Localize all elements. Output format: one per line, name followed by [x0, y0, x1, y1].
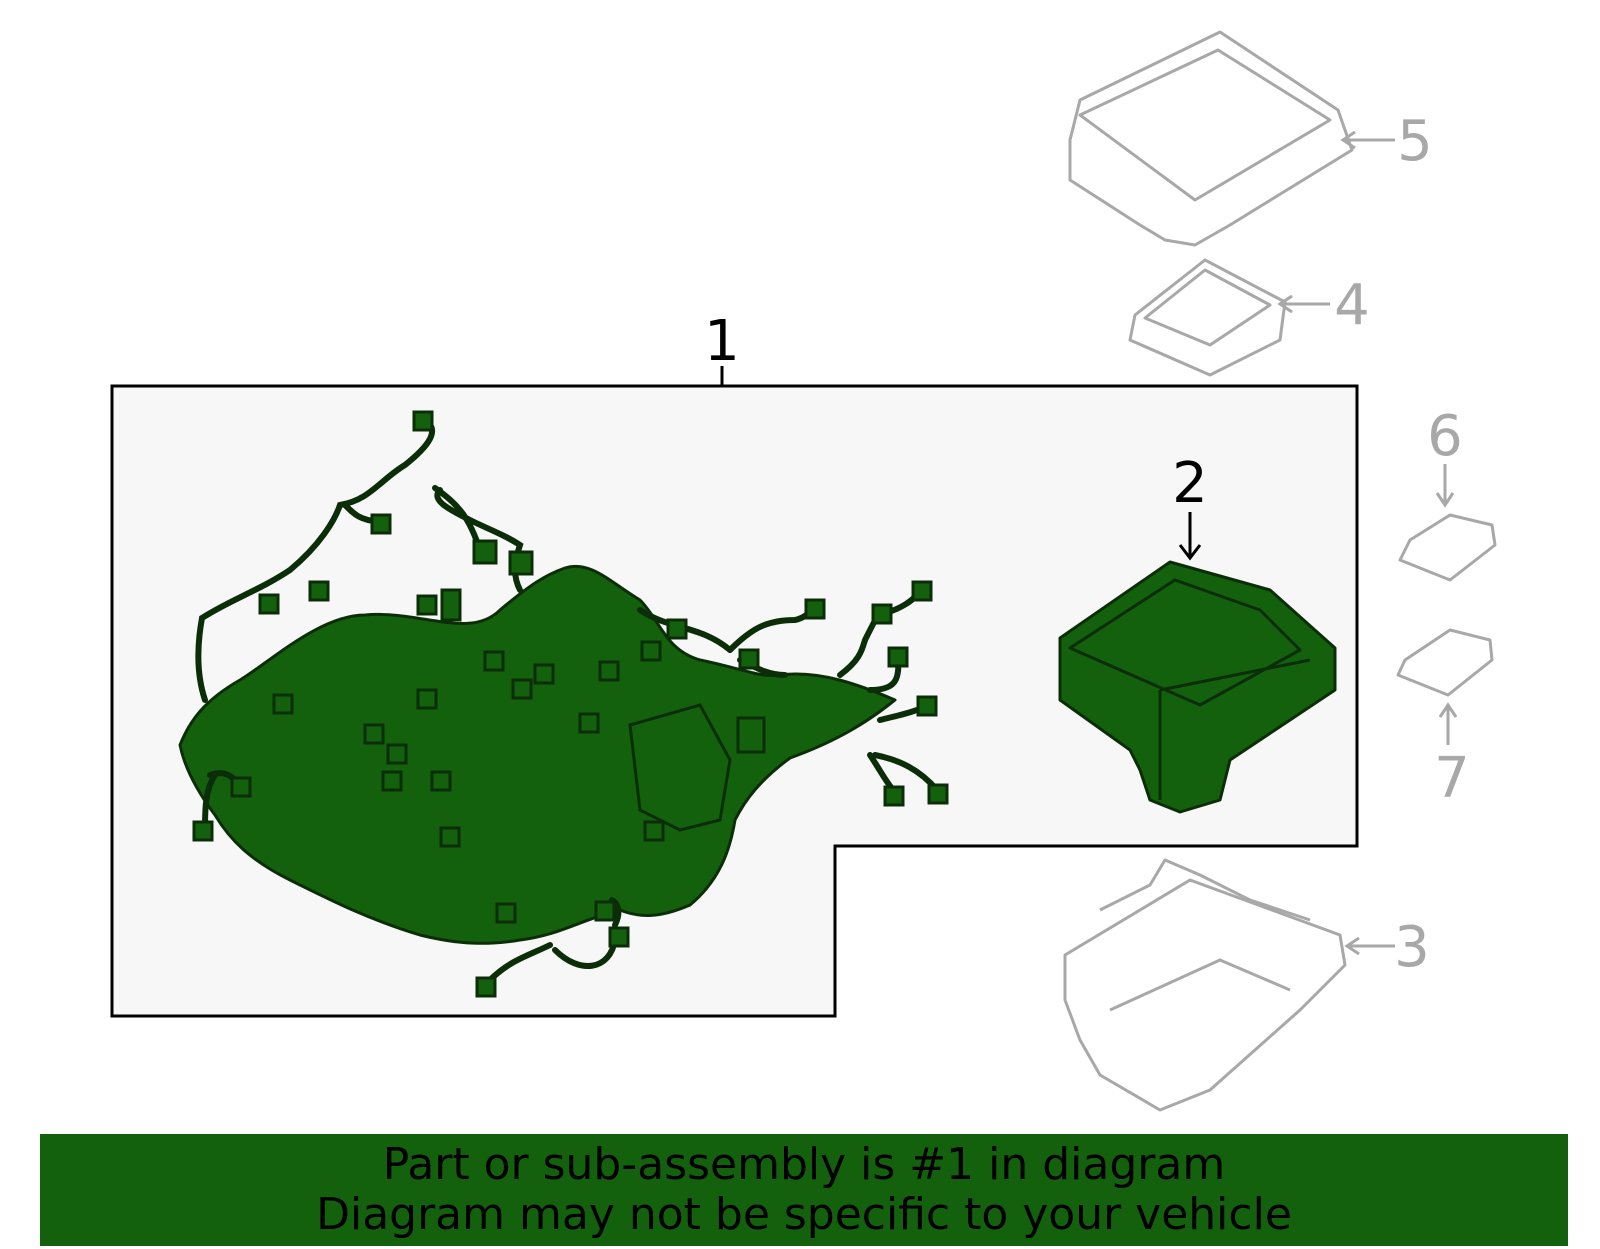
callout-1[interactable]: 1: [704, 309, 740, 374]
cover-5[interactable]: [1068, 30, 1354, 247]
tray-3[interactable]: [1063, 858, 1347, 1112]
banner-line-1: Part or sub-assembly is #1 in diagram: [382, 1139, 1226, 1190]
info-banner: Part or sub-assembly is #1 in diagram Di…: [40, 1134, 1568, 1246]
wiring-harness[interactable]: [178, 564, 897, 945]
callout-2[interactable]: 2: [1172, 451, 1208, 516]
banner-line-2: Diagram may not be specific to your vehi…: [316, 1189, 1292, 1240]
callout-5[interactable]: 5: [1397, 109, 1433, 174]
callout-3[interactable]: 3: [1394, 915, 1430, 980]
callout-4[interactable]: 4: [1334, 273, 1370, 338]
leader-lines: [1178, 130, 1458, 956]
harness-connectors: [192, 410, 949, 998]
bracket-4[interactable]: [1128, 258, 1287, 377]
callout-6[interactable]: 6: [1427, 404, 1463, 469]
fuse-6[interactable]: [1398, 513, 1497, 582]
callout-7[interactable]: 7: [1434, 746, 1470, 811]
fuse-7[interactable]: [1396, 628, 1494, 697]
relay-box-2[interactable]: [1058, 560, 1337, 814]
